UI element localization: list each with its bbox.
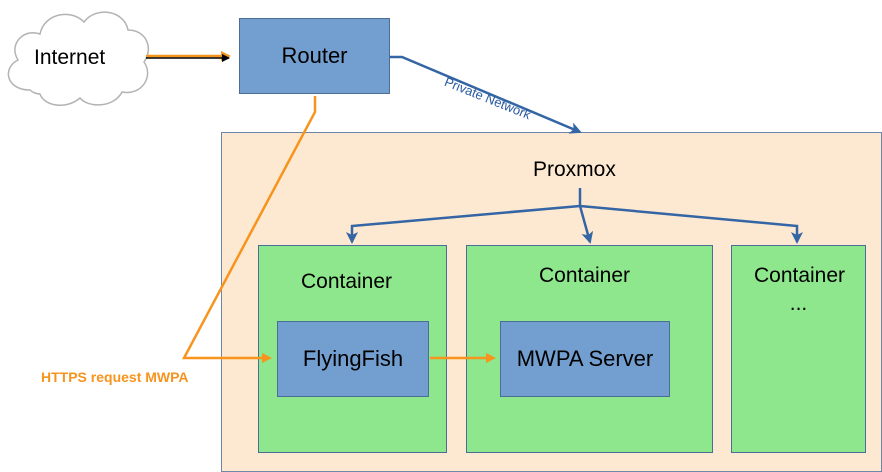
container-2-label: Container bbox=[538, 264, 631, 287]
mwpa-server-label: MWPA Server bbox=[516, 346, 654, 371]
internet-cloud-icon bbox=[7, 11, 149, 106]
proxmox-label: Proxmox bbox=[533, 158, 616, 181]
flyingfish-box: FlyingFish bbox=[277, 321, 429, 397]
https-request-arrow bbox=[181, 96, 317, 363]
router-box: Router bbox=[239, 18, 390, 94]
container-3-box bbox=[731, 245, 866, 453]
internet-label: Internet bbox=[34, 46, 106, 69]
proxmox-container-arrows bbox=[346, 188, 803, 244]
flyingfish-label: FlyingFish bbox=[302, 346, 404, 371]
mwpa-server-box: MWPA Server bbox=[500, 321, 670, 397]
https-request-label: HTTPS request MWPA bbox=[41, 369, 189, 385]
container-1-label: Container bbox=[300, 270, 393, 293]
container-3-more-label: ... bbox=[789, 292, 808, 315]
private-network-arrow bbox=[390, 55, 582, 134]
container-3-label: Container bbox=[753, 264, 846, 287]
router-label: Router bbox=[281, 43, 348, 68]
internet-router-arrow bbox=[146, 51, 231, 62]
